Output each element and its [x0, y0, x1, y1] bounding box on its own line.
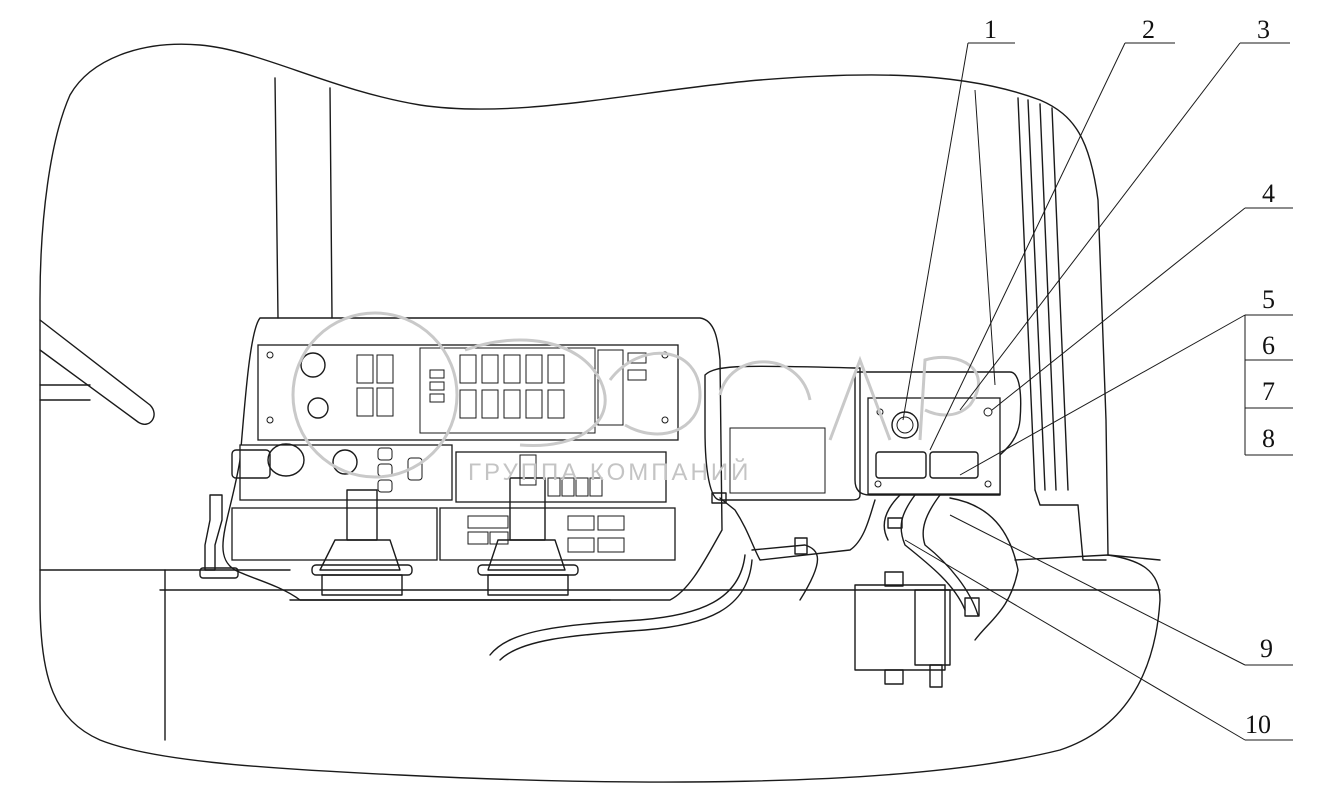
callout-4: 4: [1262, 179, 1275, 208]
pillar-base: [1034, 489, 1107, 561]
callout-8: 8: [1262, 424, 1275, 453]
relay-block: [854, 571, 951, 688]
side-housing-inner: [729, 427, 826, 494]
watermark-logo: [291, 311, 980, 479]
pillar-line: [1051, 107, 1069, 491]
top-instrument-panel: [257, 344, 679, 441]
steering-bar: [39, 319, 155, 425]
connector-left: [875, 451, 927, 479]
pillar-line: [1027, 99, 1046, 491]
cab-cutaway-outline: [39, 43, 1161, 783]
panel-screws: [266, 351, 669, 424]
indicator-lamp-icon: [891, 411, 919, 439]
screw-icon: [874, 480, 882, 488]
wiring-harness: [489, 492, 1019, 661]
callout-9: 9: [1260, 634, 1273, 663]
small-joystick: [199, 494, 239, 579]
pillar-line: [1039, 103, 1057, 491]
pillar-line: [274, 77, 279, 319]
joystick-left: [311, 489, 413, 596]
screw-icon: [983, 407, 993, 417]
pillar-line: [1017, 97, 1036, 491]
lower-switches: [467, 515, 625, 553]
toggle-lever: [231, 449, 271, 479]
lower-left-panel: [231, 507, 438, 561]
gauge-icon: [300, 352, 326, 378]
middle-right-panel: [455, 451, 667, 503]
switch-icon: [519, 454, 537, 486]
callout-3: 3: [1257, 15, 1270, 44]
watermark-text: ГРУППА КОМПАНИЙ: [468, 458, 751, 486]
lower-right-panel: [439, 507, 676, 561]
callout-6: 6: [1262, 331, 1275, 360]
component-plate-outline: [854, 371, 1022, 496]
switch-row: [547, 477, 603, 497]
switch-block: [356, 347, 647, 434]
callout-10: 10: [1245, 710, 1271, 739]
screw-icon: [984, 480, 992, 488]
side-housing: [704, 365, 861, 501]
dashboard-console: [222, 317, 723, 601]
callout-1: 1: [984, 15, 997, 44]
gauge-icon: [307, 397, 329, 419]
callout-7: 7: [1262, 377, 1275, 406]
floor-line: [1014, 554, 1161, 561]
knob-icon: [332, 449, 358, 475]
knob-icon: [267, 443, 305, 477]
joystick-right: [477, 477, 579, 596]
callout-leaders: [902, 42, 1293, 741]
callout-5: 5: [1262, 285, 1275, 314]
pillar-line: [329, 87, 333, 319]
indicator-lamp-inner: [896, 416, 914, 434]
callout-2: 2: [1142, 15, 1155, 44]
